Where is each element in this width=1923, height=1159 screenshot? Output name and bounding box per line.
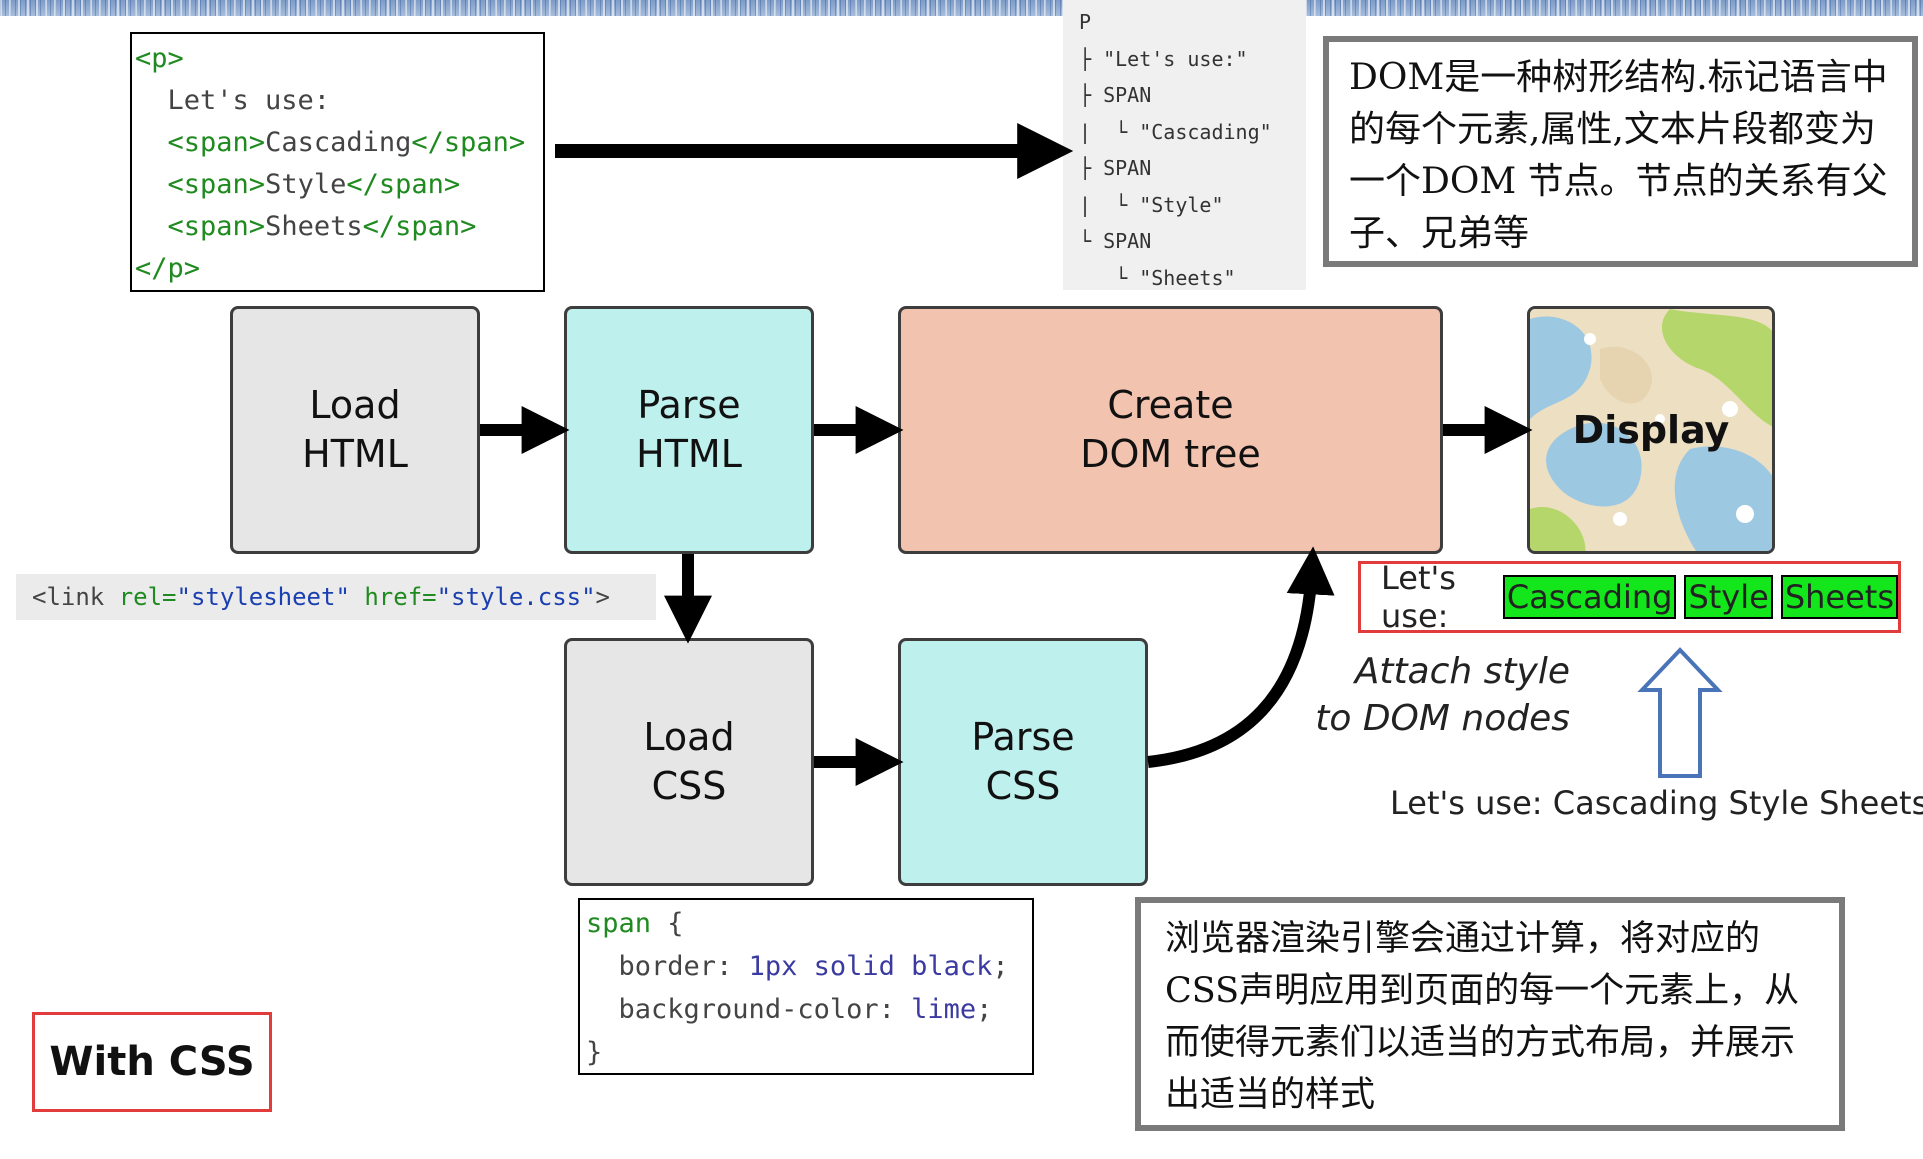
rendered-plain-output: Let's use: Cascading Style Sheets <box>1390 784 1923 822</box>
display-pattern-image <box>1530 309 1772 551</box>
dom-tree-line: ├ SPAN <box>1079 83 1152 107</box>
link-open: <link <box>32 583 119 611</box>
span-close-tag: </span> <box>362 211 477 242</box>
rendered-span: Style <box>1684 575 1773 619</box>
create-dom-tree-box: Create DOM tree <box>898 306 1443 554</box>
blue-up-arrow <box>1637 647 1723 778</box>
rendered-span: Cascading <box>1502 575 1677 619</box>
css-close-brace: } <box>586 1037 603 1068</box>
rendered-styled-output: Let's use: Cascading Style Sheets <box>1358 559 1901 635</box>
span-text: Style <box>265 169 347 200</box>
span-open-tag: <span> <box>167 211 266 242</box>
load-css-box: Load CSS <box>564 638 814 886</box>
css-value: lime <box>911 994 977 1025</box>
href-value: "style.css" <box>436 583 596 611</box>
rel-value: "stylesheet" <box>176 583 350 611</box>
rendered-span: Sheets <box>1780 575 1898 619</box>
render-explanation-note: 浏览器渲染引擎会通过计算，将对应的CSS声明应用到页面的每一个元素上，从而使得元… <box>1135 897 1845 1131</box>
css-open-brace: { <box>651 908 684 939</box>
dom-tree-line: └ SPAN <box>1079 229 1152 253</box>
rel-attr: rel= <box>118 583 177 611</box>
attach-style-arrow <box>1147 546 1335 768</box>
p-close-tag: </p> <box>135 253 201 284</box>
dom-tree-line: | └ "Style" <box>1079 192 1224 217</box>
with-css-label: With CSS <box>32 1012 272 1112</box>
css-code-snippet: span { border: 1px solid black; backgrou… <box>578 898 1034 1075</box>
dom-explanation-note: DOM是一种树形结构.标记语言中的每个元素,属性,文本片段都变为一个DOM 节点… <box>1323 36 1918 267</box>
css-property: border <box>618 951 717 982</box>
display-label: Display <box>1572 408 1730 452</box>
dom-tree-line: | └ "Cascading" <box>1079 119 1272 144</box>
text-node: Let's use: <box>135 85 331 116</box>
span-close-tag: </span> <box>346 169 461 200</box>
html-code-snippet: <p> Let's use: <span>Cascading</span> <s… <box>130 32 545 292</box>
display-box <box>1527 306 1775 554</box>
rendered-prefix: Let's use: <box>1381 559 1456 635</box>
dom-tree-line: ├ SPAN <box>1079 156 1152 180</box>
css-selector: span <box>586 908 652 939</box>
span-open-tag: <span> <box>167 169 266 200</box>
dom-tree-line: ├ "Let's use:" <box>1079 46 1248 71</box>
load-html-box: Load HTML <box>230 306 480 554</box>
dom-tree-line: P <box>1079 10 1092 34</box>
span-text: Sheets <box>265 211 363 242</box>
span-close-tag: </span> <box>411 127 526 158</box>
p-open-tag: <p> <box>135 43 184 74</box>
css-property: background-color <box>618 994 879 1025</box>
parse-css-box: Parse CSS <box>898 638 1148 886</box>
link-tag-snippet: <link rel="stylesheet" href="style.css"> <box>16 574 656 620</box>
href-attr: href= <box>349 583 437 611</box>
top-banner <box>0 0 1923 16</box>
css-value: 1px solid black <box>748 951 993 982</box>
span-text: Cascading <box>265 127 412 158</box>
dom-tree-listing: P ├ "Let's use:" ├ SPAN | └ "Cascading" ├ SP… <box>1063 0 1306 290</box>
link-close: > <box>595 583 610 611</box>
attach-style-label: Attach style to DOM nodes <box>1315 651 1570 739</box>
span-open-tag: <span> <box>167 127 266 158</box>
dom-tree-line: └ "Sheets" <box>1079 265 1236 290</box>
